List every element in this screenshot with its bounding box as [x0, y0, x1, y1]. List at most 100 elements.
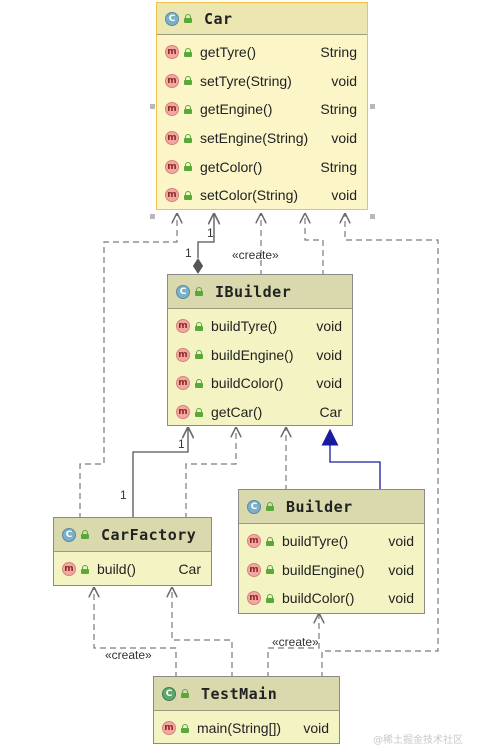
- lock-icon: [184, 47, 192, 57]
- return-type: void: [331, 130, 357, 147]
- class-header: C TestMain: [154, 677, 339, 711]
- method-name: build(): [97, 561, 136, 578]
- method-row[interactable]: m getColor() String: [157, 152, 367, 181]
- method-name: buildTyre(): [282, 533, 349, 550]
- create-label: «create»: [105, 648, 152, 662]
- return-type: Car: [178, 561, 201, 578]
- method-row[interactable]: m buildColor() void: [239, 584, 424, 613]
- create-edge-testmain-builder: [267, 614, 319, 678]
- method-name: setEngine(String): [200, 130, 309, 147]
- method-icon: m: [176, 376, 190, 391]
- method-name: getTyre(): [200, 44, 257, 61]
- return-type: void: [316, 346, 342, 363]
- method-icon: m: [165, 159, 179, 174]
- class-name: CarFactory: [101, 525, 197, 544]
- aggregation-edge-ibuilder-car: [198, 214, 214, 258]
- class-name: IBuilder: [215, 282, 292, 301]
- return-type: void: [388, 533, 414, 550]
- lock-icon: [195, 350, 203, 360]
- class-icon: C: [247, 499, 261, 514]
- return-type: Car: [319, 404, 342, 421]
- class-icon: C: [165, 11, 179, 26]
- selection-handle[interactable]: [150, 104, 155, 109]
- selection-handle[interactable]: [150, 214, 155, 219]
- return-type: String: [320, 158, 357, 175]
- lock-icon: [81, 530, 89, 539]
- class-name: Builder: [286, 497, 353, 516]
- dependency-edge-testmain-carfactory: [172, 588, 233, 678]
- lock-icon: [184, 14, 192, 23]
- class-name: TestMain: [201, 684, 278, 703]
- method-icon: m: [176, 319, 190, 334]
- dependency-edge-ibuilder-car: [305, 214, 324, 276]
- return-type: void: [388, 561, 414, 578]
- method-row[interactable]: m buildTyre() void: [168, 312, 352, 341]
- class-header: C Car: [157, 3, 367, 35]
- lock-icon: [184, 76, 192, 86]
- create-edge-testmain-carfactory: [94, 588, 177, 678]
- create-label: «create»: [232, 248, 279, 262]
- return-type: String: [320, 101, 357, 118]
- method-row[interactable]: m setColor(String) void: [157, 181, 367, 210]
- class-name: Car: [204, 9, 233, 28]
- method-icon: m: [162, 721, 176, 736]
- lock-icon: [184, 104, 192, 114]
- aggregation-edge-carfactory-ibuilder: [133, 428, 188, 517]
- lock-icon: [181, 689, 189, 698]
- method-name: getColor(): [200, 158, 263, 175]
- method-name: buildTyre(): [211, 318, 278, 335]
- dependency-edge-carfactory-car: [79, 214, 177, 519]
- method-icon: m: [62, 562, 76, 577]
- return-type: void: [388, 590, 414, 607]
- return-type: String: [320, 44, 357, 61]
- method-row[interactable]: m setEngine(String) void: [157, 124, 367, 153]
- return-type: void: [316, 318, 342, 335]
- lock-icon: [266, 536, 274, 546]
- lock-icon: [184, 133, 192, 143]
- selection-handle[interactable]: [370, 214, 375, 219]
- method-icon: m: [165, 188, 179, 203]
- method-row[interactable]: m build() Car: [54, 555, 211, 584]
- class-car[interactable]: C Car m getTyre() String m setTyre(String) v…: [156, 2, 368, 210]
- lock-icon: [266, 502, 274, 511]
- method-name: setColor(String): [200, 187, 299, 204]
- return-type: void: [331, 187, 357, 204]
- lock-icon: [195, 407, 203, 417]
- method-list: m getTyre() String m setTyre(String) void m g…: [157, 35, 367, 210]
- method-name: getEngine(): [200, 101, 273, 118]
- method-name: main(String[]): [197, 720, 282, 737]
- method-row[interactable]: m buildTyre() void: [239, 527, 424, 556]
- method-name: buildColor(): [282, 590, 355, 607]
- method-icon: m: [247, 591, 261, 606]
- dependency-edge-testmain-car: [321, 214, 439, 678]
- method-icon: m: [165, 131, 179, 146]
- lock-icon: [81, 564, 89, 574]
- method-icon: m: [247, 534, 261, 549]
- multiplicity-label: 1: [185, 246, 192, 260]
- method-icon: m: [165, 73, 179, 88]
- method-name: setTyre(String): [200, 72, 292, 89]
- class-header: C Builder: [239, 490, 424, 524]
- create-label: «create»: [272, 635, 319, 649]
- realization-edge-builder-ibuilder: [321, 428, 381, 491]
- watermark: @稀土掘金技术社区: [373, 735, 463, 746]
- lock-icon: [266, 565, 274, 575]
- method-list: m build() Car: [54, 552, 211, 584]
- selection-handle[interactable]: [370, 104, 375, 109]
- multiplicity-label: 1: [178, 437, 185, 451]
